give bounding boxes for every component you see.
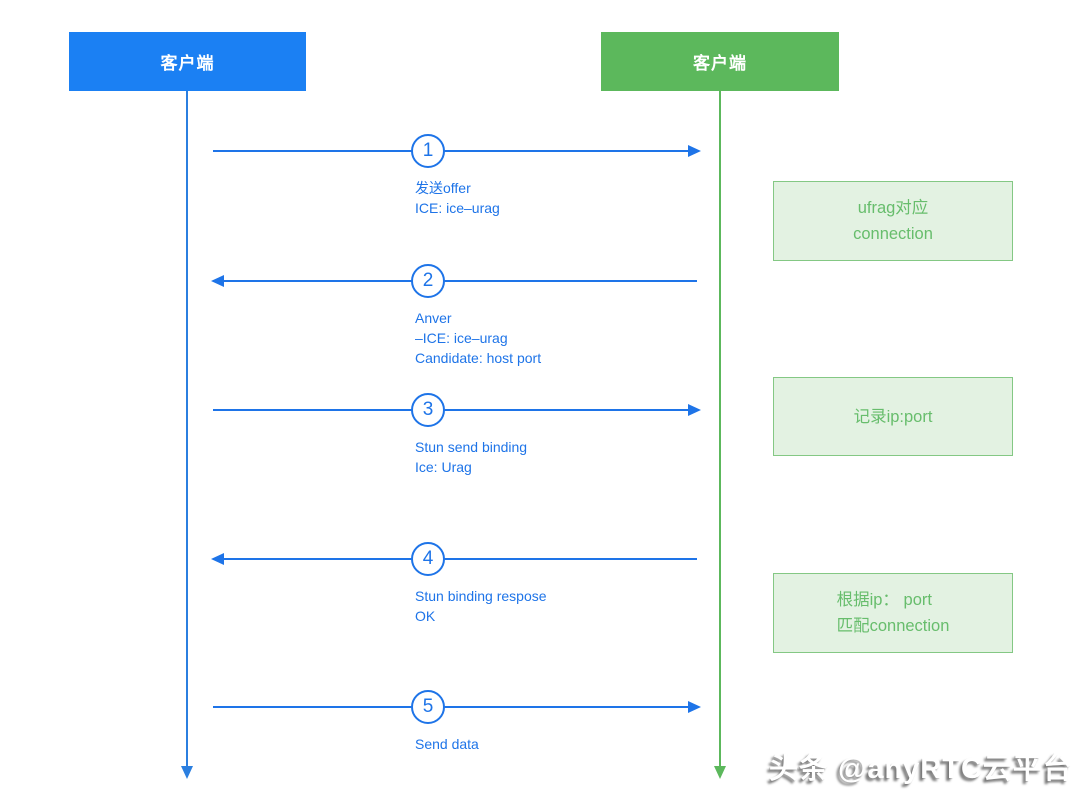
lifeline-left-arrow-icon [181, 766, 193, 779]
message-line [213, 706, 697, 708]
note-line: connection [853, 225, 933, 243]
label-line: Candidate: host port [415, 350, 542, 366]
message-line [213, 280, 697, 282]
watermark: 头条 @anyRTC云平台 [769, 753, 1073, 785]
arrow-left-icon [211, 553, 224, 565]
label-line: –ICE: ice–urag [415, 330, 508, 346]
message-label: Send data [415, 734, 479, 754]
label-line: Ice: Urag [415, 459, 472, 475]
label-line: OK [415, 608, 436, 624]
message-line [213, 558, 697, 560]
actor-box-client-right: 客户端 [601, 32, 839, 91]
note-line: 记录ip:port [853, 407, 933, 426]
actor-label: 客户端 [160, 54, 215, 73]
message-label: Anver –ICE: ice–urag Candidate: host por… [415, 308, 541, 368]
message-line [213, 409, 697, 411]
note-match-connection: 根据ip： port 匹配connection [773, 573, 1013, 653]
note-line: 匹配connection [836, 617, 950, 635]
arrow-left-icon [211, 275, 224, 287]
note-text: 根据ip： port 匹配connection [837, 587, 950, 639]
note-text: ufrag对应 connection [853, 195, 933, 247]
note-record-ip-port: 记录ip:port [773, 377, 1013, 456]
label-line: 发送offer [415, 180, 471, 196]
label-line: Stun binding respose [415, 588, 547, 604]
note-line: 根据ip： port [836, 591, 932, 609]
note-ufrag-connection: ufrag对应 connection [773, 181, 1013, 261]
step-number-badge: 5 [411, 690, 445, 724]
message-label: Stun binding respose OK [415, 586, 547, 626]
actor-box-client-left: 客户端 [69, 32, 306, 91]
arrow-right-icon [688, 701, 701, 713]
message-label: Stun send binding Ice: Urag [415, 437, 527, 477]
label-line: Send data [415, 736, 479, 752]
step-number-badge: 3 [411, 393, 445, 427]
label-line: Stun send binding [415, 439, 528, 455]
lifeline-right [719, 91, 721, 767]
message-label: 发送offer ICE: ice–urag [415, 178, 500, 218]
arrow-right-icon [688, 145, 701, 157]
label-line: Anver [415, 310, 452, 326]
step-number-badge: 1 [411, 134, 445, 168]
note-text: 记录ip:port [854, 404, 933, 430]
message-line [213, 150, 697, 152]
note-line: ufrag对应 [857, 199, 929, 217]
actor-label: 客户端 [693, 54, 747, 73]
step-number-badge: 4 [411, 542, 445, 576]
label-line: ICE: ice–urag [415, 200, 500, 216]
lifeline-right-arrow-icon [714, 766, 726, 779]
arrow-right-icon [688, 404, 701, 416]
step-number-badge: 2 [411, 264, 445, 298]
lifeline-left [186, 91, 188, 767]
